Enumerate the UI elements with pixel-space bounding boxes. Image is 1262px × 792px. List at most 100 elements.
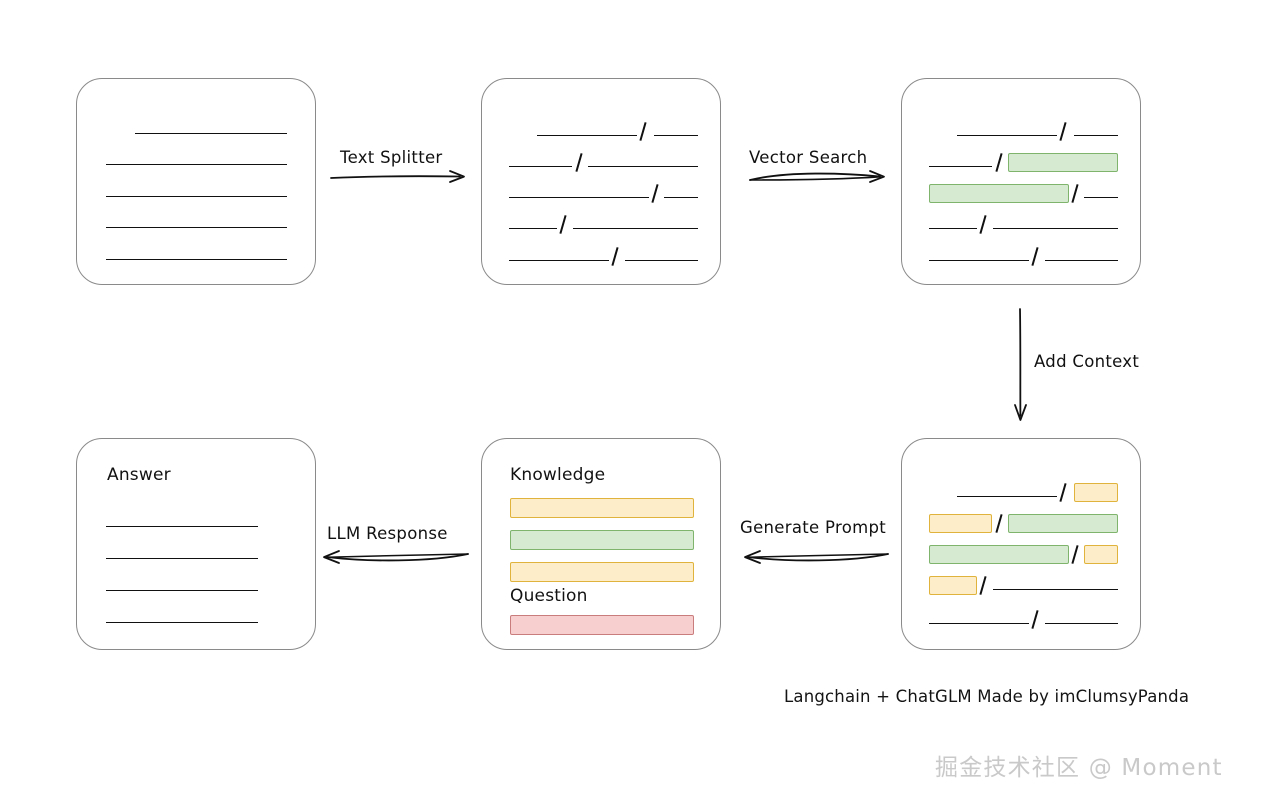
text-segment: [106, 558, 258, 559]
split-slash: [1071, 184, 1079, 203]
split-slash: [611, 247, 619, 266]
text-segment: [625, 260, 698, 261]
text-line: [77, 114, 317, 134]
text-line: [77, 208, 317, 228]
split-document-card[interactable]: [481, 78, 721, 285]
text-line: [77, 507, 317, 527]
text-line: [482, 209, 722, 234]
matched-chunk-highlight: [929, 545, 1069, 564]
split-slash: [979, 215, 987, 234]
text-segment: [106, 622, 258, 623]
text-line: [902, 508, 1142, 533]
text-line: [902, 241, 1142, 266]
text-segment: [573, 228, 698, 229]
text-segment: [654, 135, 698, 136]
text-segment: [1074, 135, 1118, 136]
split-slash: [651, 184, 659, 203]
context-chunk-highlight: [1074, 483, 1118, 502]
text-line: [902, 209, 1142, 234]
arrow-label-add-context: Add Context: [1034, 352, 1140, 371]
text-segment: [106, 526, 258, 527]
context-chunk-highlight: [929, 514, 992, 533]
text-segment: [106, 259, 287, 260]
text-segment: [929, 166, 992, 167]
text-line: [482, 116, 722, 141]
text-segment: [509, 260, 609, 261]
context-document-card[interactable]: [901, 438, 1141, 650]
arrow-add-context: [1010, 308, 1032, 424]
split-slash: [1059, 122, 1067, 141]
document-lines: [482, 79, 720, 284]
text-line: [77, 177, 317, 197]
text-line: [902, 147, 1142, 172]
text-segment: [957, 496, 1057, 497]
text-line: [902, 477, 1142, 502]
text-line: [77, 240, 317, 260]
context-chunk-highlight: [929, 576, 977, 595]
arrow-label-llm-response: LLM Response: [327, 524, 448, 543]
answer-label: Answer: [107, 465, 171, 485]
text-line: [902, 604, 1142, 629]
knowledge-bar: [510, 530, 694, 550]
matched-chunk-highlight: [1008, 514, 1118, 533]
watermark-text: 掘金技术社区 @ Moment: [935, 755, 1223, 781]
text-segment: [1045, 260, 1118, 261]
text-segment: [1084, 197, 1118, 198]
text-segment: [929, 228, 977, 229]
document-lines: [902, 439, 1140, 649]
text-segment: [664, 197, 698, 198]
text-segment: [993, 589, 1118, 590]
text-line: [902, 570, 1142, 595]
text-segment: [106, 196, 287, 197]
document-lines: [77, 79, 315, 284]
text-segment: [929, 260, 1029, 261]
arrow-text-splitter: [330, 168, 470, 186]
knowledge-bar: [510, 498, 694, 518]
knowledge-bar: [510, 562, 694, 582]
split-slash: [1031, 247, 1039, 266]
split-slash: [1059, 483, 1067, 502]
text-segment: [509, 166, 572, 167]
split-slash: [995, 153, 1003, 172]
text-line: [77, 571, 317, 591]
matched-document-card[interactable]: [901, 78, 1141, 285]
document-lines: [902, 79, 1140, 284]
matched-chunk-highlight: [929, 184, 1069, 203]
arrow-vector-search: [748, 168, 890, 186]
arrow-llm-response: [318, 548, 470, 566]
text-segment: [929, 623, 1029, 624]
text-segment: [106, 164, 287, 165]
text-line: [902, 539, 1142, 564]
text-segment: [1045, 623, 1118, 624]
text-segment: [135, 133, 287, 134]
attribution-footnote: Langchain + ChatGLM Made by imClumsyPand…: [784, 687, 1190, 706]
answer-lines: [77, 439, 315, 649]
text-line: [482, 147, 722, 172]
split-slash: [559, 215, 567, 234]
text-line: [482, 241, 722, 266]
text-segment: [537, 135, 637, 136]
text-line: [482, 178, 722, 203]
answer-card[interactable]: Answer: [76, 438, 316, 650]
knowledge-label: Knowledge: [510, 465, 606, 485]
text-line: [77, 603, 317, 623]
text-line: [902, 116, 1142, 141]
text-segment: [993, 228, 1118, 229]
source-document-card[interactable]: [76, 78, 316, 285]
text-line: [77, 145, 317, 165]
text-segment: [957, 135, 1057, 136]
split-slash: [995, 514, 1003, 533]
arrow-label-text-splitter: Text Splitter: [340, 148, 443, 167]
split-slash: [979, 576, 987, 595]
text-segment: [588, 166, 698, 167]
question-label: Question: [510, 586, 588, 606]
prompt-card[interactable]: Knowledge Question: [481, 438, 721, 650]
text-segment: [509, 197, 649, 198]
split-slash: [639, 122, 647, 141]
text-line: [77, 539, 317, 559]
text-segment: [106, 227, 287, 228]
matched-chunk-highlight: [1008, 153, 1118, 172]
split-slash: [575, 153, 583, 172]
text-segment: [106, 590, 258, 591]
